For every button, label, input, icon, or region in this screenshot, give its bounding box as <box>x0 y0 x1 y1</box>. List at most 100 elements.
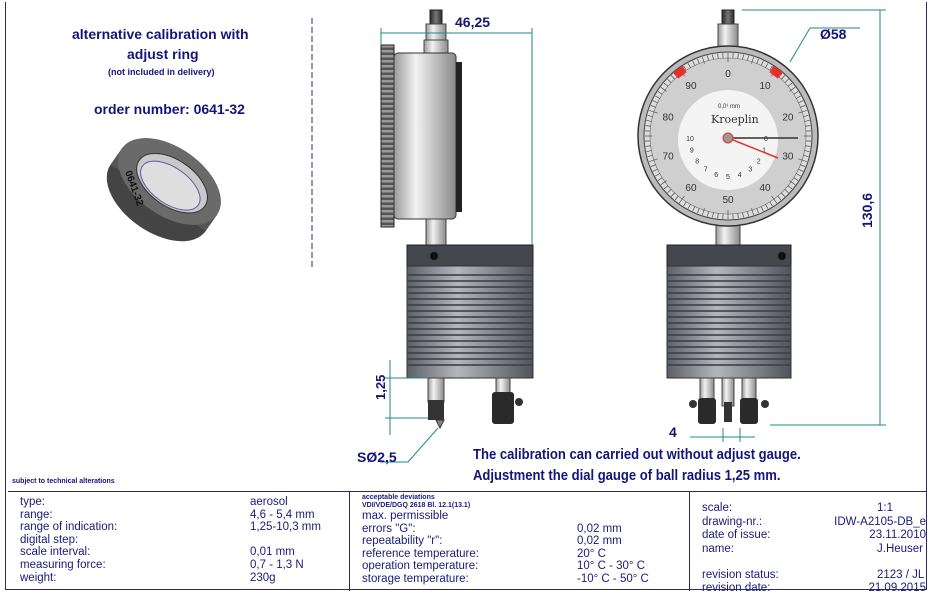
dial-inner-label: 6 <box>714 172 718 179</box>
spec-row: errors "G":0,02 mm <box>362 523 689 536</box>
dial-inner-label: 7 <box>704 167 708 174</box>
spec-row: name:J.Heuser <box>702 543 926 557</box>
spec-value: 230g <box>250 571 276 584</box>
spec-value: 2123 / JL <box>877 568 925 581</box>
dim-diameter: Ø58 <box>820 26 847 42</box>
dial-inner-label: 4 <box>738 172 742 179</box>
dial-tick <box>793 91 799 95</box>
spec-row: weight:230g <box>20 572 349 585</box>
dial-inner-label: 9 <box>690 148 694 155</box>
calibration-note-line1: The calibration can carried out without … <box>473 446 801 463</box>
spec-label <box>702 556 877 569</box>
spec-label: type: <box>20 496 45 508</box>
dial-tick <box>683 201 687 207</box>
dial-inner-label: 0 <box>764 136 768 143</box>
dial-tick <box>798 168 804 172</box>
dial-unit: 0,0¹ mm <box>718 104 740 110</box>
dial-tick <box>789 180 796 186</box>
dial-tick <box>687 204 691 209</box>
dial-tick <box>760 206 764 212</box>
dial-tick <box>697 58 700 64</box>
dial-tick <box>800 105 806 108</box>
dial-tick <box>805 125 811 127</box>
dial-tick <box>646 150 652 152</box>
dial-tick <box>667 189 672 194</box>
dial-tick <box>663 82 669 87</box>
dial-tick <box>796 173 801 177</box>
dial-tick <box>712 54 714 60</box>
dial-tick <box>667 78 672 83</box>
tolerance-marker-left <box>672 65 687 79</box>
dial-tick <box>769 201 773 207</box>
spec-label: storage temperature: <box>362 572 469 585</box>
dial-tick <box>648 158 658 162</box>
spec-label: scale: <box>702 502 733 514</box>
dial-tick <box>663 185 669 190</box>
ring-title-line2: adjust ring <box>127 46 199 62</box>
dial-inner-label: 5 <box>726 174 730 181</box>
dial-tick <box>798 100 804 104</box>
spec-value: aerosol <box>250 496 288 508</box>
spec-label: digital step: <box>20 533 79 546</box>
dial-outer-label: 90 <box>685 81 697 92</box>
spec-row: range of indication:1,25-10,3 mm <box>20 521 349 534</box>
dimension-lines <box>380 9 886 463</box>
dial-tick <box>765 204 769 209</box>
dial-tick <box>650 105 656 108</box>
dial-inner-label: 10 <box>686 136 694 143</box>
spec-value: 4,6 - 5,4 mm <box>250 508 315 521</box>
spec-value: J.Heuser <box>877 542 924 555</box>
spec-row: revision date:21.09.2015 <box>702 582 926 596</box>
spec-value: 0,01 mm <box>250 546 295 559</box>
dial-brand: Kroeplin <box>711 113 759 126</box>
spec-row: measuring force:0,7 - 1,3 N <box>20 559 349 572</box>
spec-label: drawing-nr.: <box>702 515 763 528</box>
alterations-note: subject to technical alterations <box>12 478 115 485</box>
spec-row: storage temperature:-10° C - 50° C <box>362 573 689 586</box>
dim-height: 130,6 <box>859 193 875 228</box>
dial-outer-label: 70 <box>663 151 675 162</box>
dial-tick <box>660 86 667 92</box>
dial-tick <box>756 208 759 214</box>
dial-tick <box>707 55 709 61</box>
dial-tick <box>737 213 739 219</box>
dial-tick <box>674 195 679 201</box>
spec-row <box>702 556 926 569</box>
dial-tick <box>804 150 810 152</box>
spec-row: date of issue:23.11.2010 <box>702 529 926 543</box>
dial-tick <box>670 75 675 80</box>
dial-tick <box>652 100 658 104</box>
dial-inner-label: 2 <box>757 158 761 165</box>
dial-tick <box>697 208 700 214</box>
dial-tick <box>645 125 651 127</box>
dial-outer-label: 10 <box>759 81 771 92</box>
dial-outer-label: 50 <box>722 195 734 206</box>
dial-inner-label: 3 <box>748 167 752 174</box>
spec-row: digital step: <box>20 534 349 547</box>
dial-outer-label: 40 <box>759 183 771 194</box>
dial-tick <box>793 177 799 181</box>
deviations-column: acceptable deviations VDI/VDE/DGQ 2618 B… <box>350 492 690 591</box>
dim-tip-offset: 1,25 <box>373 375 388 400</box>
spec-label: revision status: <box>702 568 779 581</box>
spec-row: repeatability "r":0,02 mm <box>362 535 689 548</box>
spec-label: reference temperature: <box>362 547 479 560</box>
dial-tick <box>692 60 696 66</box>
dial-tick <box>798 110 808 114</box>
dial-outer-label: 80 <box>663 113 675 124</box>
dial-tick <box>683 65 687 71</box>
dim-leg-gap: 4 <box>669 424 677 440</box>
dial-tick <box>803 155 809 157</box>
dial-tick <box>707 211 709 217</box>
spec-label: range: <box>20 508 53 521</box>
revolution-pointer <box>727 137 779 159</box>
dial-outer-label: 30 <box>782 151 794 162</box>
spec-row: revision status: 2123 / JL <box>702 569 926 583</box>
dial-tick <box>751 56 754 64</box>
dial-tick <box>650 164 656 167</box>
ring-subtitle: (not included in delivery) <box>108 67 215 77</box>
